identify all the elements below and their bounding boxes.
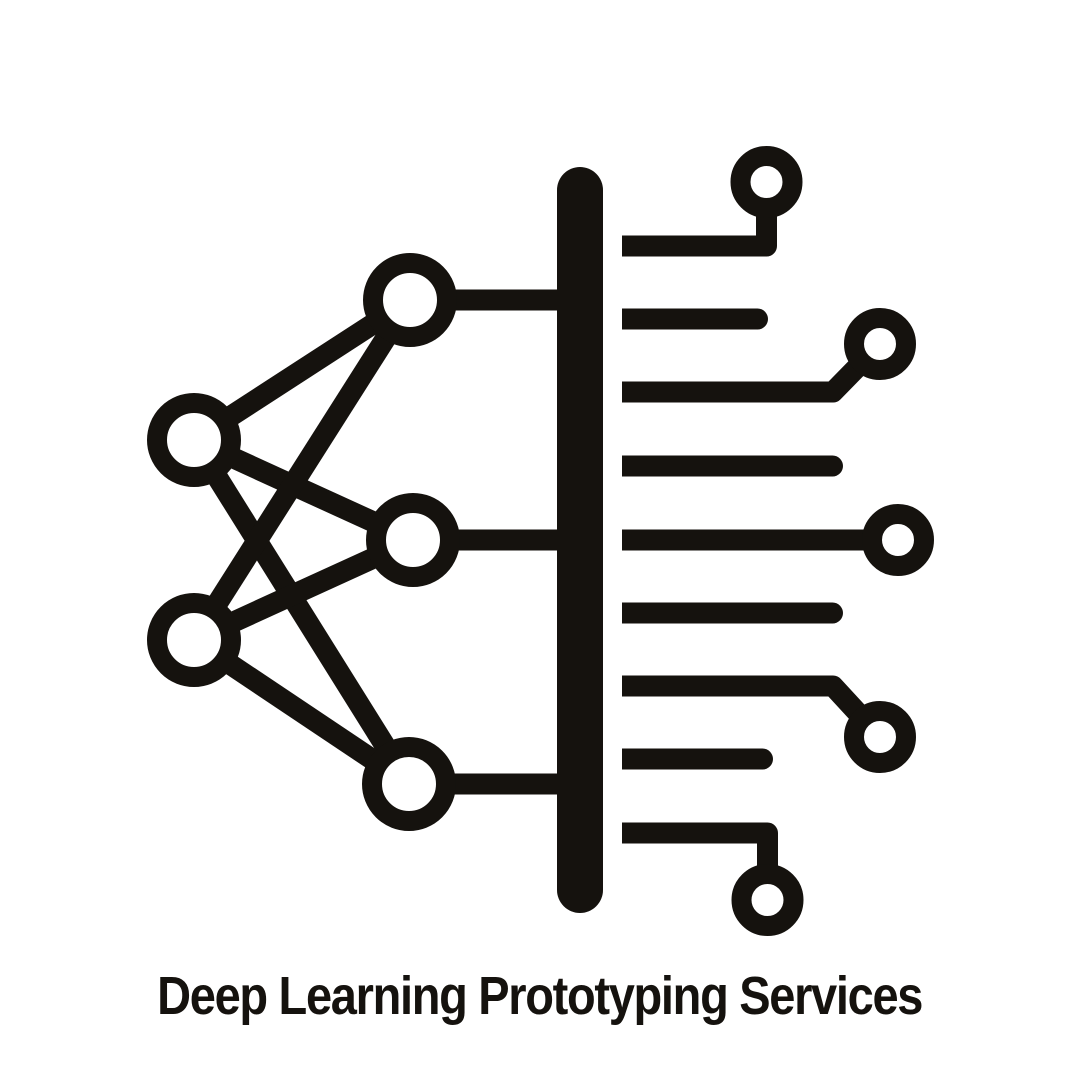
- hidden-node: [362, 737, 456, 831]
- circuit-trace: [622, 308, 769, 330]
- circuit-trace: [622, 675, 888, 745]
- circuit-pads: [730, 146, 934, 936]
- caption: Deep Learning Prototyping Services: [0, 968, 1080, 1024]
- io-bar: [557, 167, 603, 913]
- circuit-trace: [622, 602, 843, 624]
- hidden-node: [363, 253, 457, 347]
- hidden-node: [366, 493, 460, 587]
- input-node: [147, 593, 241, 687]
- edge-line: [185, 434, 418, 790]
- circuit-pad: [862, 504, 934, 576]
- input-node: [147, 393, 241, 487]
- caption-text: Deep Learning Prototyping Services: [157, 966, 924, 1026]
- circuit-traces: [622, 182, 898, 900]
- circuit-trace: [622, 455, 843, 477]
- circuit-pad: [844, 701, 916, 773]
- circuit-pad: [731, 864, 804, 936]
- circuit-pad: [844, 308, 916, 380]
- circuit-pad: [730, 146, 803, 218]
- circuit-trace: [622, 336, 888, 403]
- edge-line: [185, 294, 419, 646]
- neural-net-nodes: [147, 253, 460, 831]
- circuit-trace: [622, 748, 773, 770]
